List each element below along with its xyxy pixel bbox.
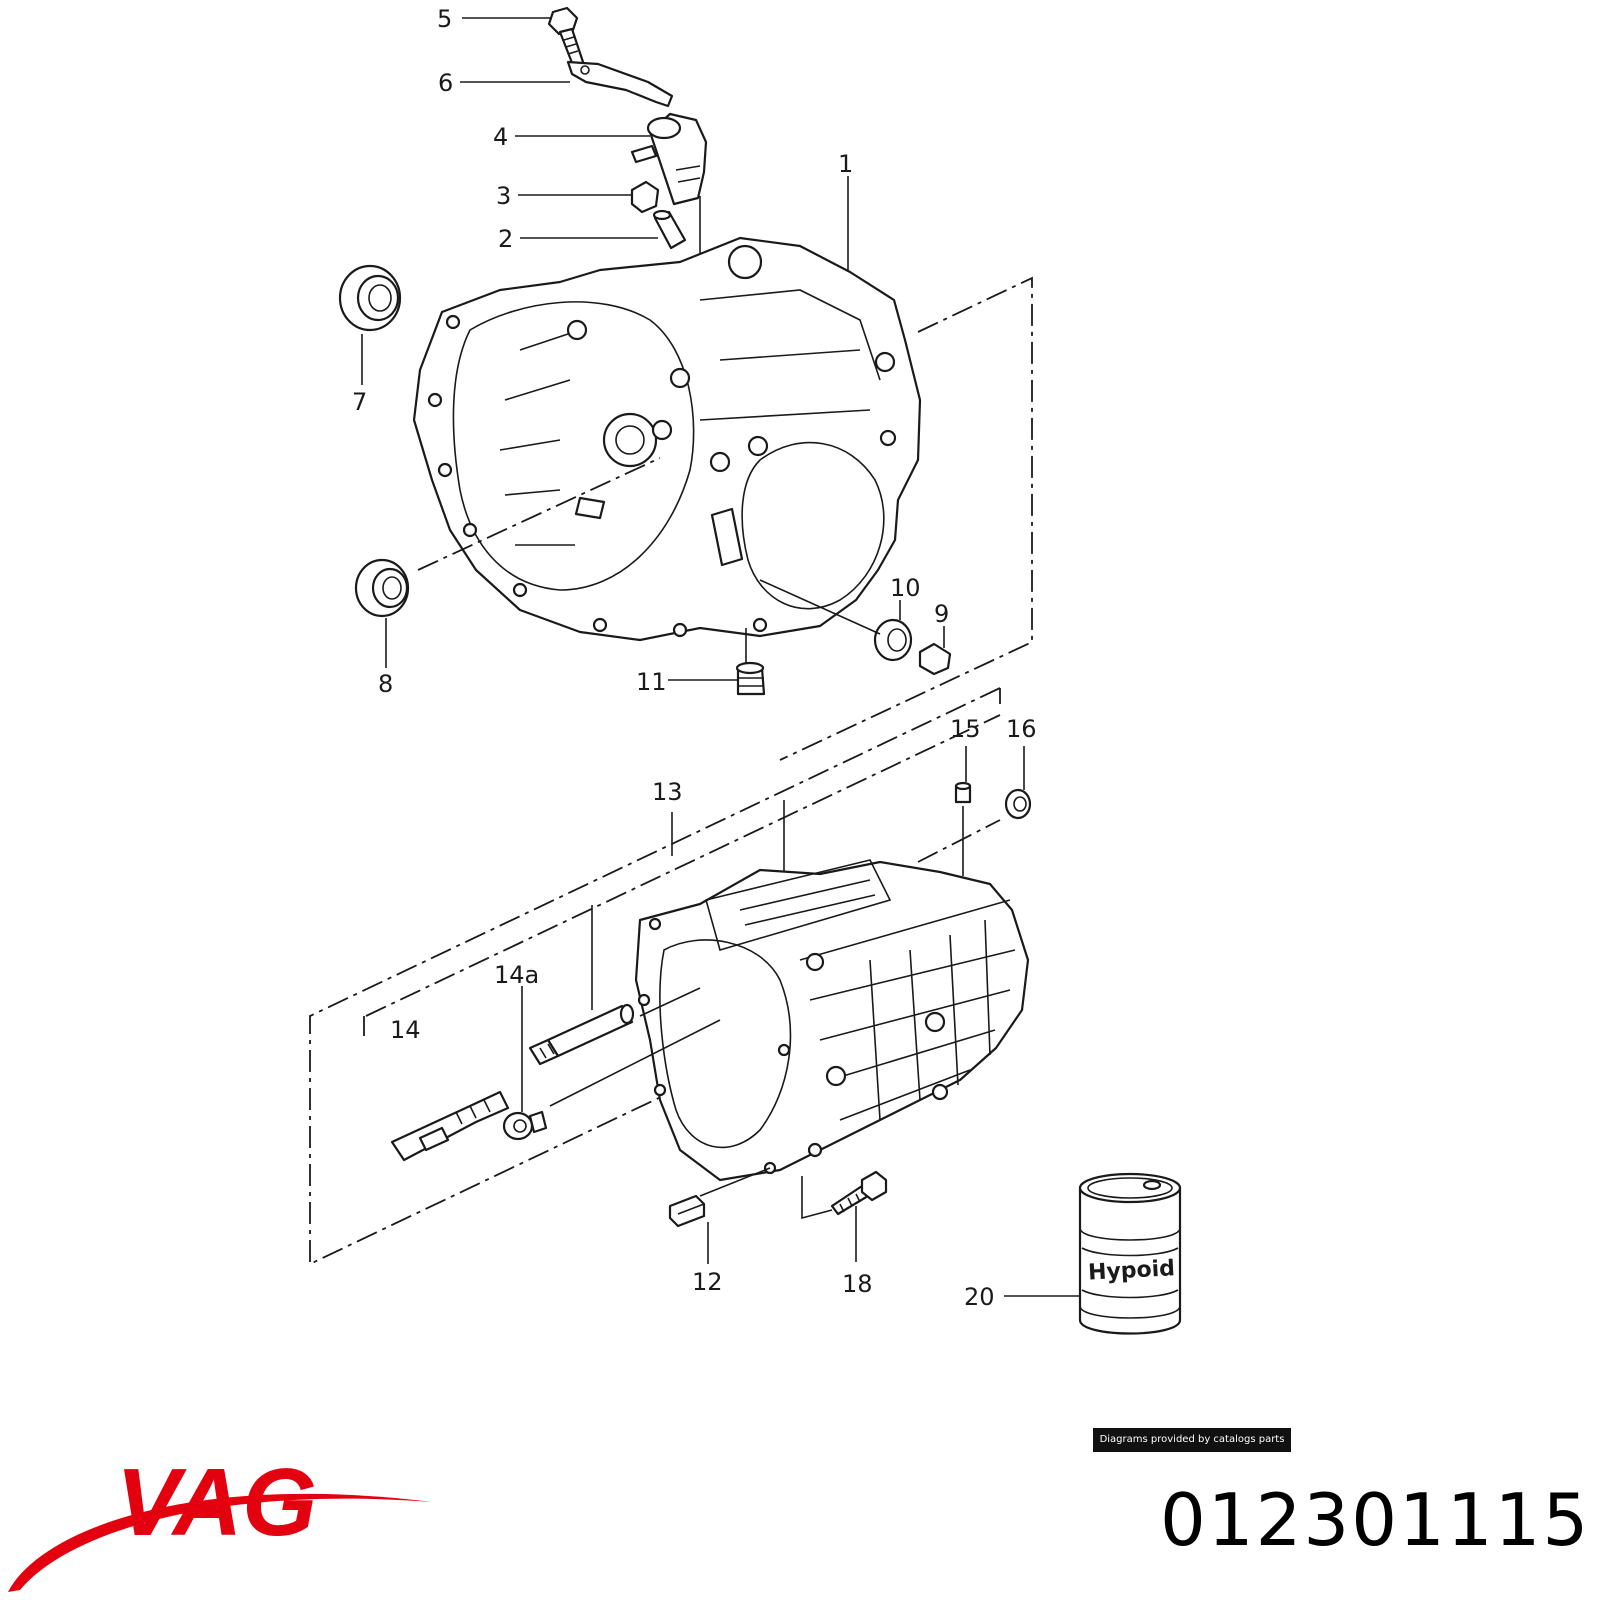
part-key-12 (668, 1194, 706, 1228)
part-bolt-18 (830, 1170, 888, 1216)
callout-7: 7 (352, 388, 367, 416)
part-number: 012301115 (1160, 1478, 1591, 1562)
callout-16: 16 (1006, 715, 1037, 743)
callout-4: 4 (493, 123, 508, 151)
part-bracket-6 (566, 60, 674, 108)
callout-12: 12 (692, 1268, 723, 1296)
callout-9: 9 (934, 600, 949, 628)
callout-18: 18 (842, 1270, 873, 1298)
part-seal-8 (354, 558, 410, 618)
diagram-credit-badge: Diagrams provided by catalogs parts (1093, 1428, 1291, 1452)
part-clutch-housing-1 (412, 236, 922, 642)
callout-6: 6 (438, 69, 453, 97)
callout-20: 20 (964, 1283, 995, 1311)
callout-11: 11 (636, 668, 667, 696)
part-shaft-14 (528, 1003, 635, 1066)
callout-13: 13 (652, 778, 683, 806)
part-pin-9 (918, 642, 952, 676)
part-seal-7 (338, 264, 402, 332)
brand-name: VAG (116, 1449, 317, 1556)
callout-14: 14 (390, 1016, 421, 1044)
part-bush-11 (735, 661, 766, 696)
callout-1: 1 (838, 150, 853, 178)
part-switch-4 (630, 112, 708, 206)
callout-10: 10 (890, 574, 921, 602)
callout-2: 2 (498, 225, 513, 253)
callout-8: 8 (378, 670, 393, 698)
part-selector-14 (390, 1090, 510, 1162)
part-pin-15 (954, 781, 972, 804)
part-ring-16 (1004, 788, 1032, 820)
part-bolt-5 (547, 6, 586, 70)
part-sleeve-2 (652, 209, 687, 250)
part-seal-10 (873, 618, 913, 662)
callout-5: 5 (437, 5, 452, 33)
part-plug-3 (630, 180, 660, 214)
part-gearbox-housing-13 (634, 859, 1030, 1182)
vag-logo: VAG (8, 1449, 432, 1592)
callout-14a: 14a (494, 961, 539, 989)
callout-3: 3 (496, 182, 511, 210)
drum-label: Hypoid (1087, 1256, 1175, 1286)
part-bush-14a (502, 1110, 548, 1141)
part-oil-drum-20: Hypoid (1078, 1172, 1182, 1335)
callout-15: 15 (950, 715, 981, 743)
